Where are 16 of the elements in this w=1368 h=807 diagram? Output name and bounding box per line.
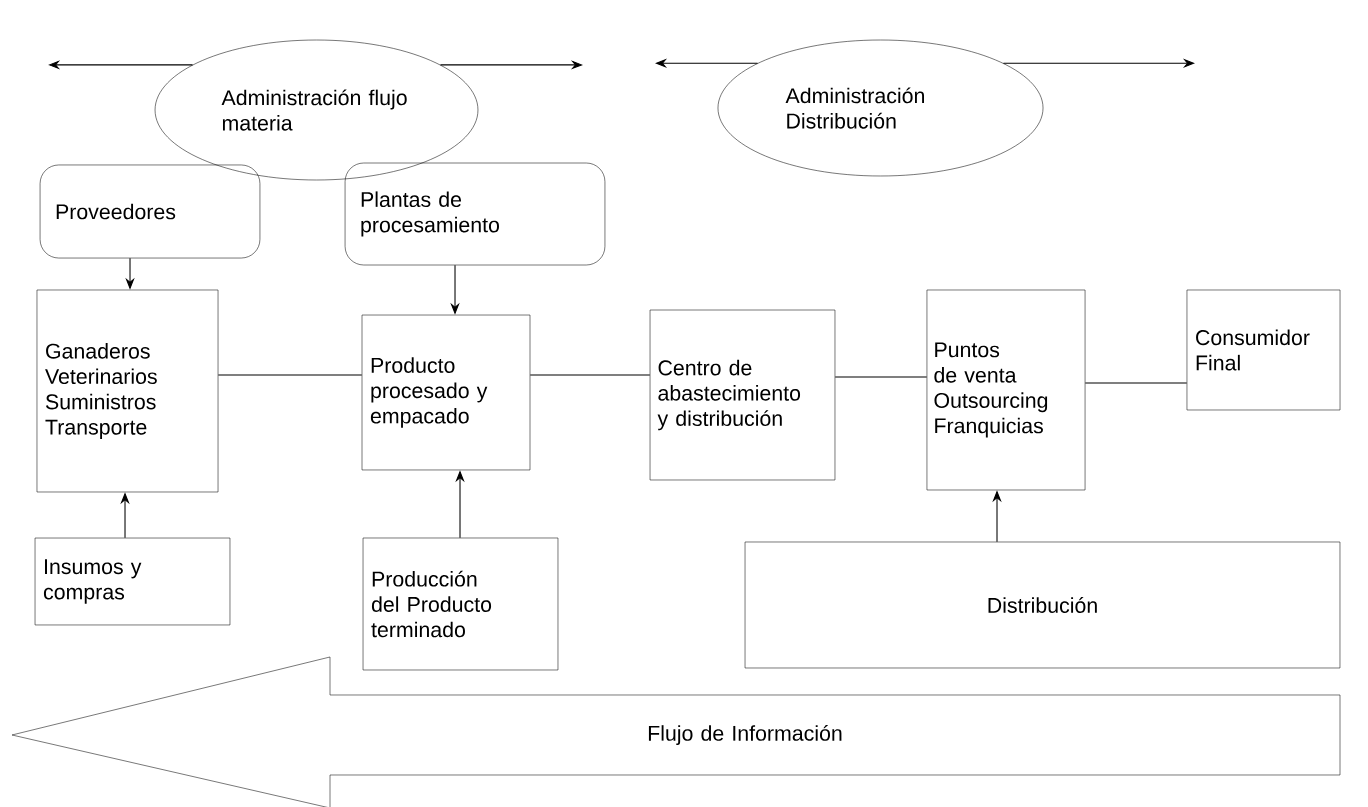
- connector-line: [529, 374, 651, 376]
- process-box: Insumos y compras: [34, 537, 231, 626]
- rounded-box: Proveedores: [39, 164, 261, 259]
- process-box: Puntos de venta Outsourcing Franquicias: [926, 289, 1086, 491]
- process-box: Distribución: [744, 541, 1341, 669]
- process-box: Consumidor Final: [1186, 289, 1341, 411]
- rounded-box: Plantas de procesamiento: [344, 162, 606, 266]
- process-box: Producción del Producto terminado: [362, 537, 559, 671]
- arrow: [1002, 58, 1195, 68]
- arrow: [48, 60, 194, 70]
- connector-line: [217, 374, 363, 376]
- process-box: Centro de abastecimiento y distribución: [649, 309, 836, 481]
- process-box: Ganaderos Veterinarios Suministros Transporte: [36, 289, 219, 493]
- process-box: Producto procesado y empacado: [361, 314, 531, 471]
- connector-line: [1084, 382, 1188, 384]
- connector-line: [834, 376, 928, 378]
